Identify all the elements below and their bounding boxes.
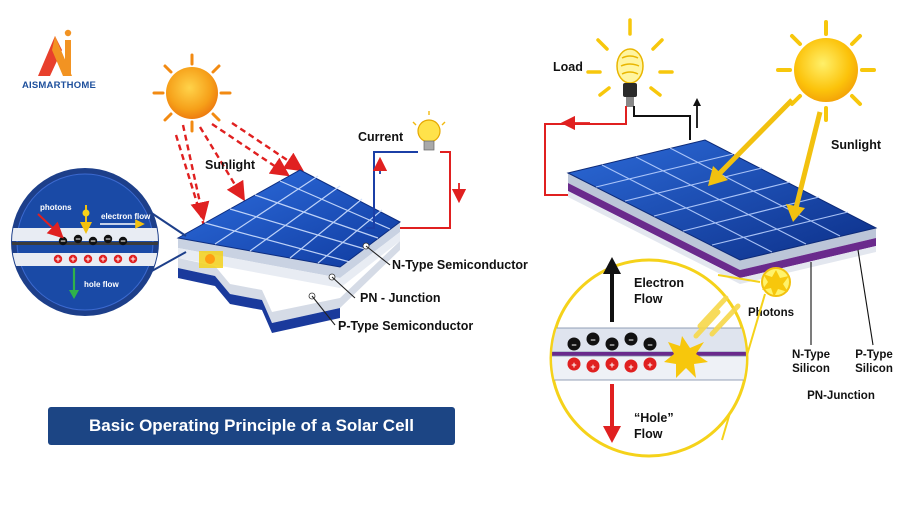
sunlight-arrows-right: [708, 98, 823, 222]
cfl-bulb-icon: [586, 18, 674, 107]
svg-text:+: +: [628, 362, 633, 372]
right-leader-lines: [810, 249, 874, 346]
photons-label-inset: photons: [40, 203, 72, 212]
right-circuit: [544, 98, 701, 196]
svg-text:−: −: [75, 234, 80, 244]
p-type-silicon-label-1: P-Type: [855, 349, 893, 361]
svg-text:−: −: [647, 340, 652, 350]
right-solar-panel: [566, 139, 878, 284]
electron-flow-label-1: Electron: [634, 276, 684, 290]
photons-burst: [761, 267, 791, 297]
svg-text:+: +: [70, 254, 75, 264]
hole-flow-label-2: Flow: [634, 427, 663, 441]
svg-text:+: +: [609, 360, 614, 370]
brand-name: AISMARTHOME: [22, 80, 96, 91]
title-banner: Basic Operating Principle of a Solar Cel…: [48, 407, 455, 445]
svg-text:+: +: [590, 362, 595, 372]
left-solar-panel: [176, 169, 401, 333]
svg-text:−: −: [120, 236, 125, 246]
pn-junction-label-right: PN-Junction: [807, 390, 875, 402]
svg-text:+: +: [55, 254, 60, 264]
n-type-silicon-label-2: Silicon: [792, 363, 830, 375]
svg-text:−: −: [60, 236, 65, 246]
logo-icon: [38, 29, 72, 76]
svg-text:+: +: [100, 254, 105, 264]
zoom-circle: − − − − − + + + + +: [549, 257, 766, 458]
electron-flow-label-2: Flow: [634, 292, 663, 306]
svg-text:−: −: [628, 335, 633, 345]
p-type-silicon-label-2: Silicon: [855, 363, 893, 375]
photons-label-right: Photons: [748, 307, 794, 319]
pn-junction-label-left: PN - Junction: [360, 291, 441, 305]
load-label: Load: [553, 60, 583, 74]
sun-icon: [776, 20, 876, 122]
svg-text:−: −: [590, 335, 595, 345]
svg-text:+: +: [115, 254, 120, 264]
page-title: Basic Operating Principle of a Solar Cel…: [89, 416, 414, 435]
p-type-semiconductor-label: P-Type Semiconductor: [338, 319, 473, 333]
current-label: Current: [358, 130, 404, 144]
sunlight-label-left: Sunlight: [205, 158, 256, 172]
svg-text:+: +: [85, 254, 90, 264]
sunlight-label-right: Sunlight: [831, 138, 882, 152]
electron-flow-label-inset: electron flow: [101, 212, 151, 221]
svg-text:+: +: [130, 254, 135, 264]
sun-icon: [152, 53, 232, 133]
svg-text:−: −: [90, 236, 95, 246]
hole-flow-label-1: “Hole”: [634, 411, 674, 425]
svg-text:+: +: [647, 360, 652, 370]
n-type-semiconductor-label: N-Type Semiconductor: [392, 258, 528, 272]
light-bulb-icon: [412, 111, 446, 151]
svg-text:−: −: [105, 234, 110, 244]
left-leader-lines: [311, 245, 391, 326]
n-type-silicon-label-1: N-Type: [792, 349, 830, 361]
hole-flow-label-inset: hole flow: [84, 280, 119, 289]
svg-text:−: −: [571, 340, 576, 350]
svg-text:−: −: [609, 340, 614, 350]
inset-circle: − − − − − + + + + + + photons electron f…: [11, 168, 187, 316]
svg-text:+: +: [571, 360, 576, 370]
left-circuit: [366, 151, 467, 229]
